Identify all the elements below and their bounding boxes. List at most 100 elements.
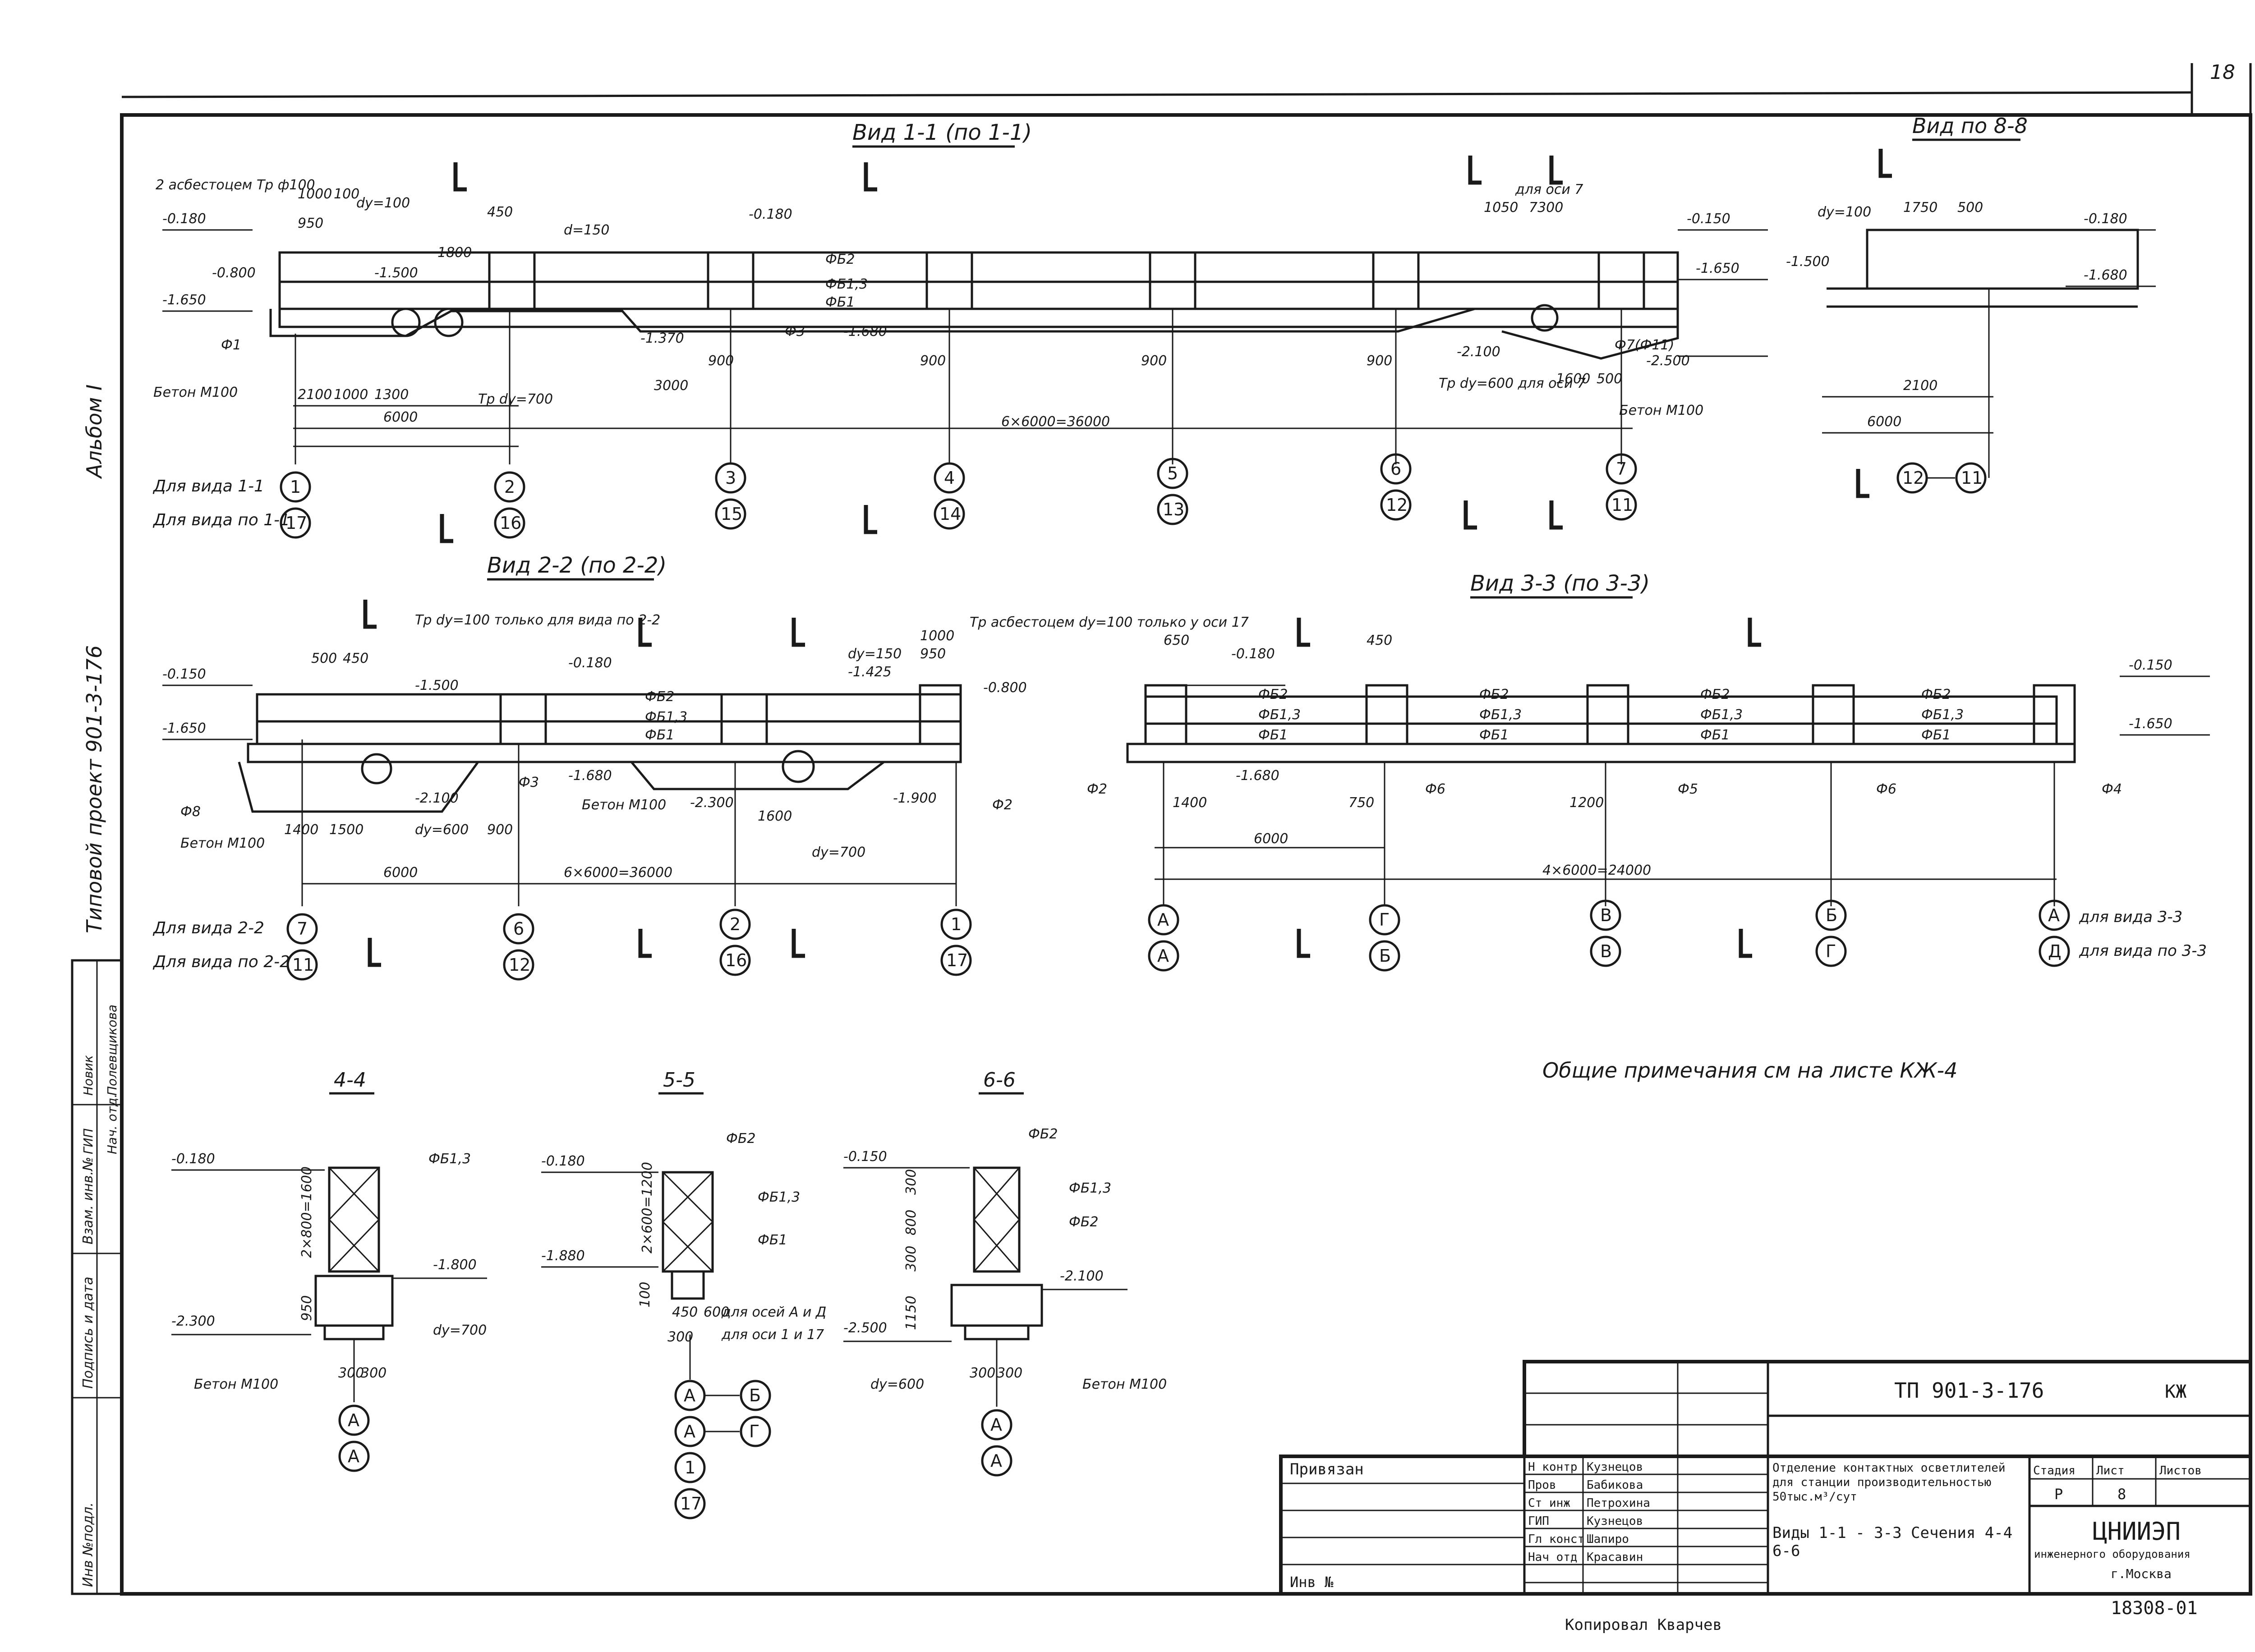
s44-label-0: ФБ1,3 <box>428 1151 471 1167</box>
v11-label-0: 2 асбестоцем Тр ф100 <box>156 177 315 193</box>
v22-foundation <box>238 761 956 813</box>
s55-dim-1: 300 <box>667 1329 693 1345</box>
s55-dim-2: 100 <box>637 1282 653 1308</box>
v33-label-16: Ф4 <box>2102 781 2122 797</box>
s66-label-1: ФБ1,3 <box>1069 1180 1111 1196</box>
tb-code: ТП 901-3-176 <box>1894 1378 2044 1403</box>
cut-mark <box>638 929 652 958</box>
v33-label-0: ФБ2 <box>1258 687 1288 702</box>
tb-sig-name-3: Кузнецов <box>1587 1514 1643 1528</box>
v11-dim-7: 1300 <box>374 387 409 403</box>
tb-sheet-no: 8 <box>2117 1486 2126 1503</box>
s66-pipe <box>950 1284 1043 1327</box>
s55-label-2: ФБ1 <box>758 1232 787 1248</box>
v11-label-5: ФБ1 <box>825 294 855 310</box>
v11-label-7: Ф1 <box>221 337 241 353</box>
v11-row-label-0: Для вида 1-1 <box>152 477 264 496</box>
v22-dim-7: 1000 <box>920 628 954 644</box>
v11-elev-4: -1.680 <box>843 324 887 340</box>
v22-elev-3: -1.500 <box>415 678 459 693</box>
v11-label-8: Ф7(Ф11) <box>1615 337 1674 353</box>
s55-label-4: для оси 1 и 17 <box>721 1327 824 1343</box>
v22-dim-5: 900 <box>487 822 513 838</box>
v11-row-label-1: Для вида по 1-1 <box>152 511 290 529</box>
v22-dim-4: 6000 <box>383 865 418 881</box>
v22-dim-6: 6×6000=36000 <box>564 865 672 881</box>
v22-dim-0: 500 <box>311 651 337 666</box>
v22-label-7: Ф2 <box>992 797 1012 813</box>
v88-elev-1: -1.680 <box>2084 267 2127 283</box>
s66-dim-3: 1150 <box>903 1296 919 1330</box>
v22-elev-8: -1.900 <box>893 790 937 806</box>
v33-axis-bottom-0: А <box>1157 946 1169 966</box>
s44-dim-0: 2×800=1600 <box>299 1166 315 1258</box>
cut-mark <box>1748 618 1761 647</box>
s55-axis-3: Г <box>749 1422 759 1441</box>
s66-elev-0: -0.150 <box>843 1149 887 1165</box>
v11-axis-bottom-2: 15 <box>721 504 742 524</box>
v11-dim-2: 950 <box>298 216 323 231</box>
tb-privyazan: Привязан <box>1290 1460 1364 1478</box>
s55-axis-1: Б <box>749 1386 761 1405</box>
s44-axis-0: А <box>348 1410 359 1430</box>
section-4-4: 4-4 -0.180 -2.300 -1.800 ФБ1,3 dу=700 Бе… <box>171 1069 487 1472</box>
pipe-100 <box>434 307 464 337</box>
v22-pipe-600 <box>361 753 392 785</box>
sheet-frame <box>120 113 2252 1596</box>
tb-description-box: Отделение контактных осветлителей для ст… <box>1772 1461 2006 1504</box>
v22-elev-6: -2.300 <box>690 795 734 811</box>
s55-axis-0: А <box>684 1386 695 1405</box>
view-3-3-title: Вид 3-3 (по 3-3) <box>1470 571 1650 596</box>
side-stamp-label-2: Взам. инв.№ <box>80 1157 96 1244</box>
tb-description: Отделение контактных осветлителей для ст… <box>1772 1461 2006 1504</box>
s55-title: 5-5 <box>663 1069 695 1092</box>
v33-dim-4: 1200 <box>1569 795 1604 811</box>
v33-elev-0: -0.180 <box>1231 646 1275 662</box>
project-label: Типовой проект 901-3-176 <box>82 645 106 933</box>
s44-axis-1: А <box>348 1446 359 1466</box>
v11-axis-bottom-5: 12 <box>1386 495 1408 515</box>
v33-axis-top-4: А <box>2048 905 2060 925</box>
v88-elev-2: -1.500 <box>1786 254 1830 270</box>
v33-dim-1: 450 <box>1367 633 1392 648</box>
v33-elev-1: -0.150 <box>2129 657 2172 673</box>
v33-label-14: Ф5 <box>1678 781 1698 797</box>
s66-dim-1: 800 <box>903 1210 919 1235</box>
section-5-5: 5-5 -0.180 -1.880 ФБ2 ФБ1,3 ФБ1 для осей… <box>541 1069 826 1519</box>
tb-sig-role-3: ГИП <box>1528 1514 1549 1528</box>
s44-pipe <box>314 1275 394 1327</box>
v33-label-11: ФБ1 <box>1921 727 1951 743</box>
foundation-outline <box>269 307 1679 360</box>
s66-title: 6-6 <box>983 1069 1016 1092</box>
side-stamp-label-1: Подпись и дата <box>80 1277 96 1389</box>
cut-mark <box>440 514 453 543</box>
tb-mark: КЖ <box>2165 1381 2186 1402</box>
v33-axis-bottom-3: Г <box>1826 941 1836 961</box>
v22-dim-3: 1500 <box>329 822 364 838</box>
v11-dim-8: 6000 <box>383 409 418 425</box>
tb-sig-name-5: Красавин <box>1587 1551 1643 1564</box>
v11-dim-11: 1050 <box>1484 200 1518 216</box>
tb-sheets-label: Листов <box>2159 1464 2202 1478</box>
tb-sheet-label: Лист <box>2096 1464 2125 1478</box>
v22-axis-top-2: 2 <box>730 914 741 934</box>
s66-dim-2: 300 <box>903 1246 919 1271</box>
tb-sheet-title-box: Виды 1-1 - 3-3 Сечения 4-4 6-6 <box>1772 1524 2013 1560</box>
v11-label-12: Бетон М100 <box>1619 403 1703 418</box>
v11-dim-4: 1800 <box>437 245 472 261</box>
v11-axis-top-6: 7 <box>1616 459 1627 479</box>
s44-label-2: Бетон М100 <box>194 1377 278 1392</box>
v22-label-8: Бетон М100 <box>180 835 265 851</box>
v33-label-8: ФБ1 <box>1258 727 1288 743</box>
tb-sheet-title: Виды 1-1 - 3-3 Сечения 4-4 6-6 <box>1772 1524 2013 1560</box>
s55-column <box>662 1171 714 1273</box>
section-6-6: 6-6 -0.150 -2.100 -2.500 ФБ2 ФБ1,3 ФБ2 d… <box>843 1069 1167 1477</box>
v33-dim-3: 750 <box>1348 795 1374 811</box>
s44-elev-0: -0.180 <box>171 1151 215 1167</box>
side-stamp-name-1: Полевщикова <box>105 1005 120 1096</box>
v22-row-label-1: Для вида по 2-2 <box>152 953 290 971</box>
sheet-number: 18 <box>2210 61 2235 84</box>
v33-label-13: Ф6 <box>1425 781 1445 797</box>
v11-axis-top-2: 3 <box>725 468 736 488</box>
